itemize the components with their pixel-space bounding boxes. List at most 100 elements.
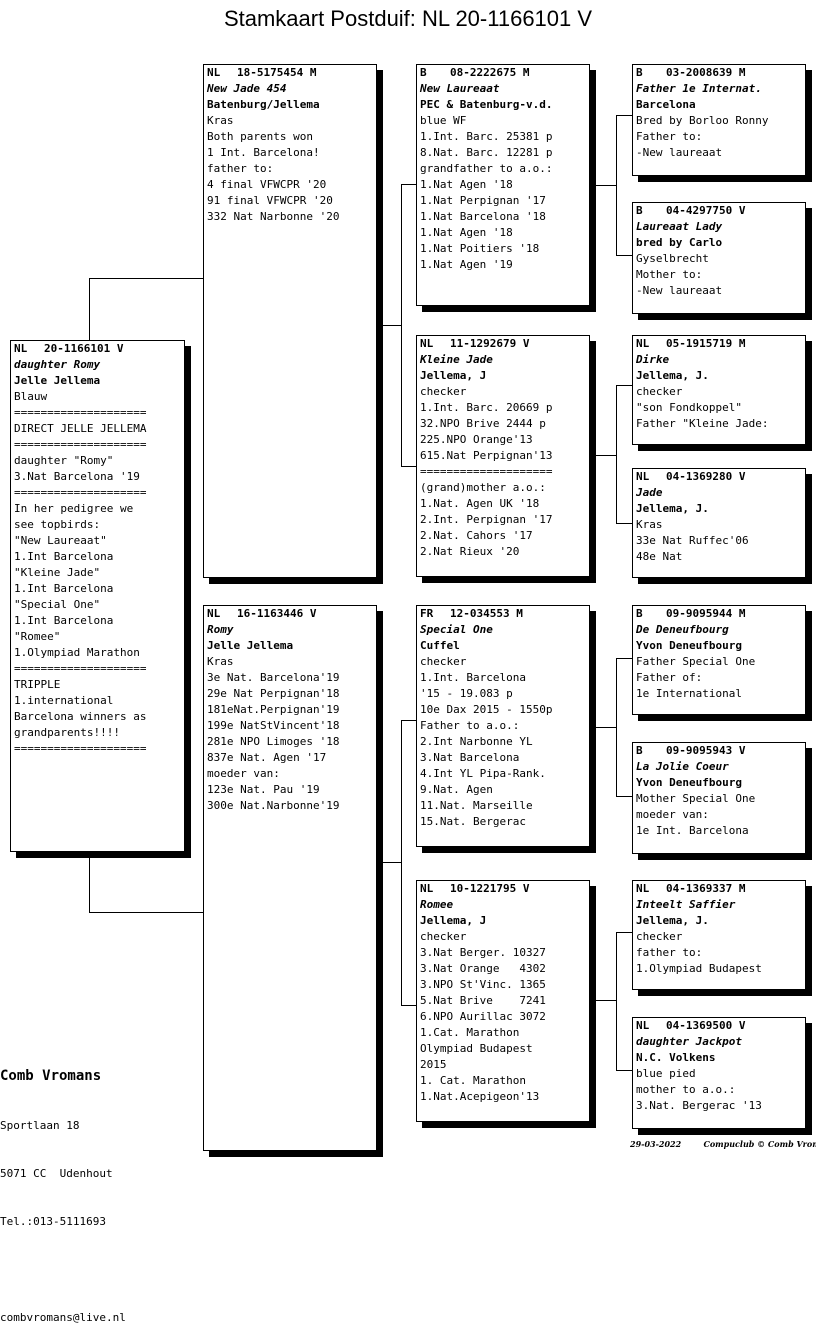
- ring-code: 05-1915719 M: [666, 337, 746, 350]
- connector-root-dam-v: [89, 857, 90, 912]
- connector-ds-dsd: [616, 796, 634, 797]
- info-line: ====================: [14, 406, 147, 419]
- info-line: 1.Int Barcelona: [14, 614, 114, 627]
- connector-ds-v: [616, 658, 617, 796]
- info-line: father to:: [636, 946, 703, 959]
- info-line: ====================: [14, 438, 147, 451]
- info-line: 1.Int Barcelona: [14, 550, 114, 563]
- info-line: moeder van:: [636, 808, 709, 821]
- info-line: 3.Nat Barcelona '19: [14, 470, 140, 483]
- country-code: NL: [420, 882, 434, 895]
- connector-dam-h: [382, 862, 402, 863]
- connector-root-sire-v: [89, 278, 90, 340]
- bird-name: Romee: [420, 898, 454, 911]
- bird-name: New Laureaat: [420, 82, 500, 95]
- connector-dd-h: [596, 1000, 616, 1001]
- breeder-line: Yvon Deneufbourg: [636, 639, 742, 652]
- info-line: 1e Int. Barcelona: [636, 824, 749, 837]
- info-line: Mother Special One: [636, 792, 756, 805]
- info-line: 2.Nat Rieux '20: [420, 545, 520, 558]
- info-line: 32.NPO Brive 2444 p: [420, 417, 546, 430]
- bird-name: Laureaat Lady: [636, 220, 723, 233]
- country-code: B: [636, 66, 643, 79]
- info-line: 1.Cat. Marathon: [420, 1026, 520, 1039]
- info-line: 1.international: [14, 694, 114, 707]
- country-code: NL: [420, 337, 434, 350]
- info-line: TRIPPLE: [14, 678, 61, 691]
- info-line: 11.Nat. Marseille: [420, 799, 533, 812]
- breeder-line: Jellema, J: [420, 369, 487, 382]
- country-code: B: [636, 744, 643, 757]
- connector-sd-v: [616, 385, 617, 523]
- info-line: mother to a.o.:: [636, 1083, 736, 1096]
- connector-dd-v: [616, 932, 617, 1070]
- info-line: checker: [420, 385, 467, 398]
- info-line: Father of:: [636, 671, 703, 684]
- connector-ss-ssd: [616, 255, 634, 256]
- info-line: 8.Nat. Barc. 12281 p: [420, 146, 553, 159]
- info-line: "New Laureaat": [14, 534, 107, 547]
- info-line: -New laureaat: [636, 146, 723, 159]
- footer: 29-03-2022 Compuclub © Comb Vromans: [630, 1139, 816, 1149]
- country-code: B: [636, 607, 643, 620]
- info-line: 181eNat.Perpignan'19: [207, 703, 340, 716]
- info-line: 10e Dax 2015 - 1550p: [420, 703, 553, 716]
- info-line: "Special One": [14, 598, 101, 611]
- info-line: 3.Nat Berger. 10327: [420, 946, 546, 959]
- breeder-city: 5071 CC Udenhout: [0, 1167, 113, 1180]
- breeder-line: Cuffel: [420, 639, 460, 652]
- info-line: 281e NPO Limoges '18: [207, 735, 340, 748]
- ring-code: 04-1369280 V: [666, 470, 746, 483]
- info-line: 3.Nat Orange 4302: [420, 962, 546, 975]
- info-line: 9.Nat. Agen: [420, 783, 493, 796]
- info-line: Father Special One: [636, 655, 756, 668]
- info-line: 1.Nat.Acepigeon'13: [420, 1090, 540, 1103]
- info-line: Father "Kleine Jade:: [636, 417, 769, 430]
- info-line: 5.Nat Brive 7241: [420, 994, 546, 1007]
- ring-code: 03-2008639 M: [666, 66, 746, 79]
- bird-name: Dirke: [636, 353, 670, 366]
- bird-name: New Jade 454: [207, 82, 287, 95]
- connector-sd-sdd: [616, 523, 634, 524]
- ring-code: 04-1369337 M: [666, 882, 746, 895]
- bird-name: Father 1e Internat.: [636, 82, 762, 95]
- breeder-email[interactable]: combvromans@live.nl: [0, 1311, 126, 1324]
- info-line: checker: [420, 930, 467, 943]
- country-code: FR: [420, 607, 434, 620]
- info-line: 3.Nat Barcelona: [420, 751, 520, 764]
- info-line: Kras: [207, 114, 234, 127]
- footer-date: 29-03-2022: [630, 1139, 682, 1149]
- info-line: "Romee": [14, 630, 61, 643]
- connector-root-dam-h: [89, 912, 205, 913]
- breeder-line: bred by Carlo: [636, 236, 723, 249]
- info-line: Father to:: [636, 130, 703, 143]
- info-line: 1.Nat Agen '19: [420, 258, 513, 271]
- connector-dd-dds: [616, 932, 634, 933]
- ring-code: 08-2222675 M: [450, 66, 530, 79]
- info-line: 3e Nat. Barcelona'19: [207, 671, 340, 684]
- info-line: In her pedigree we: [14, 502, 134, 515]
- info-line: 1.Olympiad Marathon: [14, 646, 140, 659]
- connector-dam-ds: [401, 720, 417, 721]
- info-line: 29e Nat Perpignan'18: [207, 687, 340, 700]
- info-line: see topbirds:: [14, 518, 101, 531]
- country-code: NL: [207, 607, 221, 620]
- info-line: 6.NPO Aurillac 3072: [420, 1010, 546, 1023]
- info-line: father to:: [207, 162, 274, 175]
- connector-sire-sd: [401, 466, 417, 467]
- connector-sire-v: [401, 184, 402, 466]
- connector-ds-h: [596, 727, 616, 728]
- breeder-street: Sportlaan 18: [0, 1119, 80, 1132]
- info-line: checker: [636, 385, 683, 398]
